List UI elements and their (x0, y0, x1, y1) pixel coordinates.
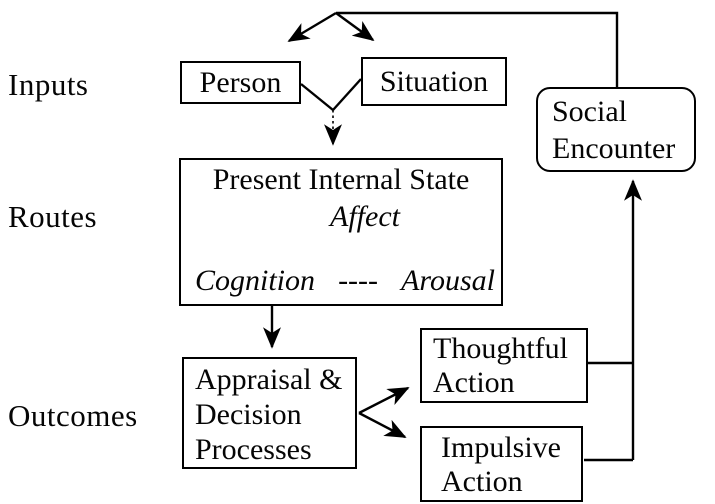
situation-label: Situation (379, 64, 489, 98)
row-label-outcomes: Outcomes (8, 398, 138, 433)
cognition-arousal-row: Cognition ---- Arousal (181, 264, 501, 298)
connector-person-to-merge (300, 83, 334, 111)
present-internal-state-box: Present Internal State Affect Cognition … (179, 158, 503, 306)
appraisal-decision-box: Appraisal & Decision Processes (182, 357, 357, 469)
person-label: Person (199, 65, 282, 99)
cognition-label: Cognition (195, 264, 316, 297)
present-internal-state-title: Present Internal State (212, 163, 470, 196)
impulsive-line-2: Action (441, 465, 523, 498)
social-encounter-line-1: Social (552, 95, 627, 128)
arousal-label: Arousal (401, 264, 495, 297)
person-box: Person (180, 61, 301, 104)
affect-label: Affect (330, 200, 400, 233)
appraisal-line-3: Processes (195, 433, 312, 466)
situation-box: Situation (361, 57, 507, 106)
thoughtful-action-box: Thoughtful Action (420, 328, 588, 403)
appraisal-line-1: Appraisal & (195, 363, 343, 396)
connector-arrow-to-person (287, 11, 337, 43)
impulsive-line-1: Impulsive (441, 431, 561, 464)
connector-situation-to-merge (332, 78, 362, 111)
connector-arrow-to-situation (335, 12, 375, 42)
appraisal-line-2: Decision (195, 398, 302, 431)
social-encounter-box: Social Encounter (536, 87, 696, 172)
connector-appraisal-to-thoughtful (358, 386, 410, 415)
thoughtful-line-1: Thoughtful (433, 332, 568, 365)
connector-appraisal-to-impulsive (358, 411, 407, 439)
row-label-routes: Routes (8, 199, 98, 234)
row-label-inputs: Inputs (8, 67, 89, 102)
impulsive-action-box: Impulsive Action (420, 426, 583, 502)
cognition-arousal-dashes: ---- (338, 264, 379, 297)
social-encounter-line-2: Encounter (552, 132, 676, 165)
thoughtful-line-2: Action (433, 366, 515, 399)
